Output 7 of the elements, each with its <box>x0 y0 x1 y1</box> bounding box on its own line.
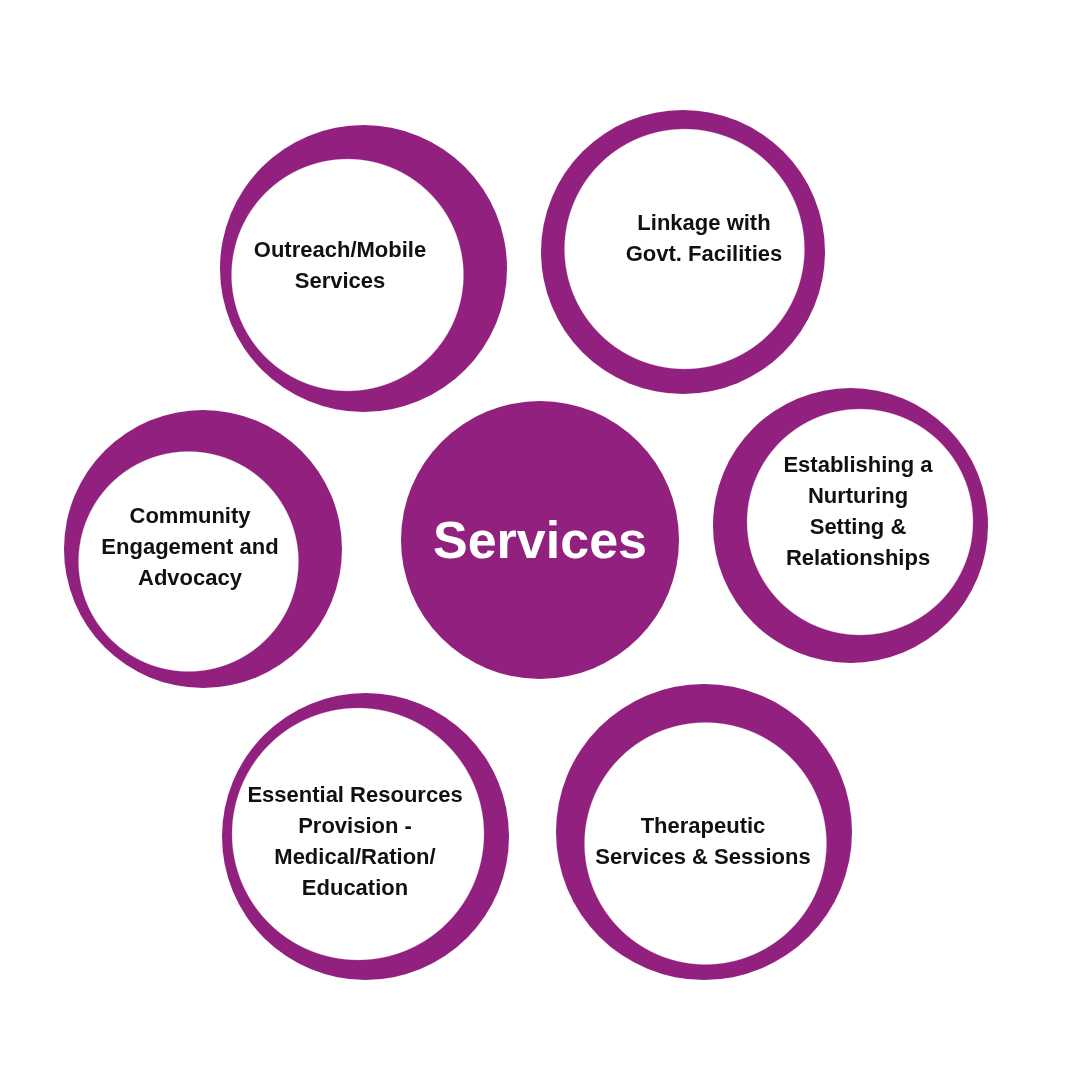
service-label: Establishing a Nurturing Setting & Relationships <box>782 451 934 572</box>
hub-title: Services <box>433 510 647 570</box>
service-label: Essential Resources Provision - Medical/Ration/ Education <box>246 781 464 902</box>
service-label: Outreach/Mobile Services <box>252 236 428 295</box>
service-label: Therapeutic Services & Sessions <box>594 812 812 871</box>
service-label: Linkage with Govt. Facilities <box>624 209 784 268</box>
service-label: Community Engagement and Advocacy <box>100 501 280 592</box>
